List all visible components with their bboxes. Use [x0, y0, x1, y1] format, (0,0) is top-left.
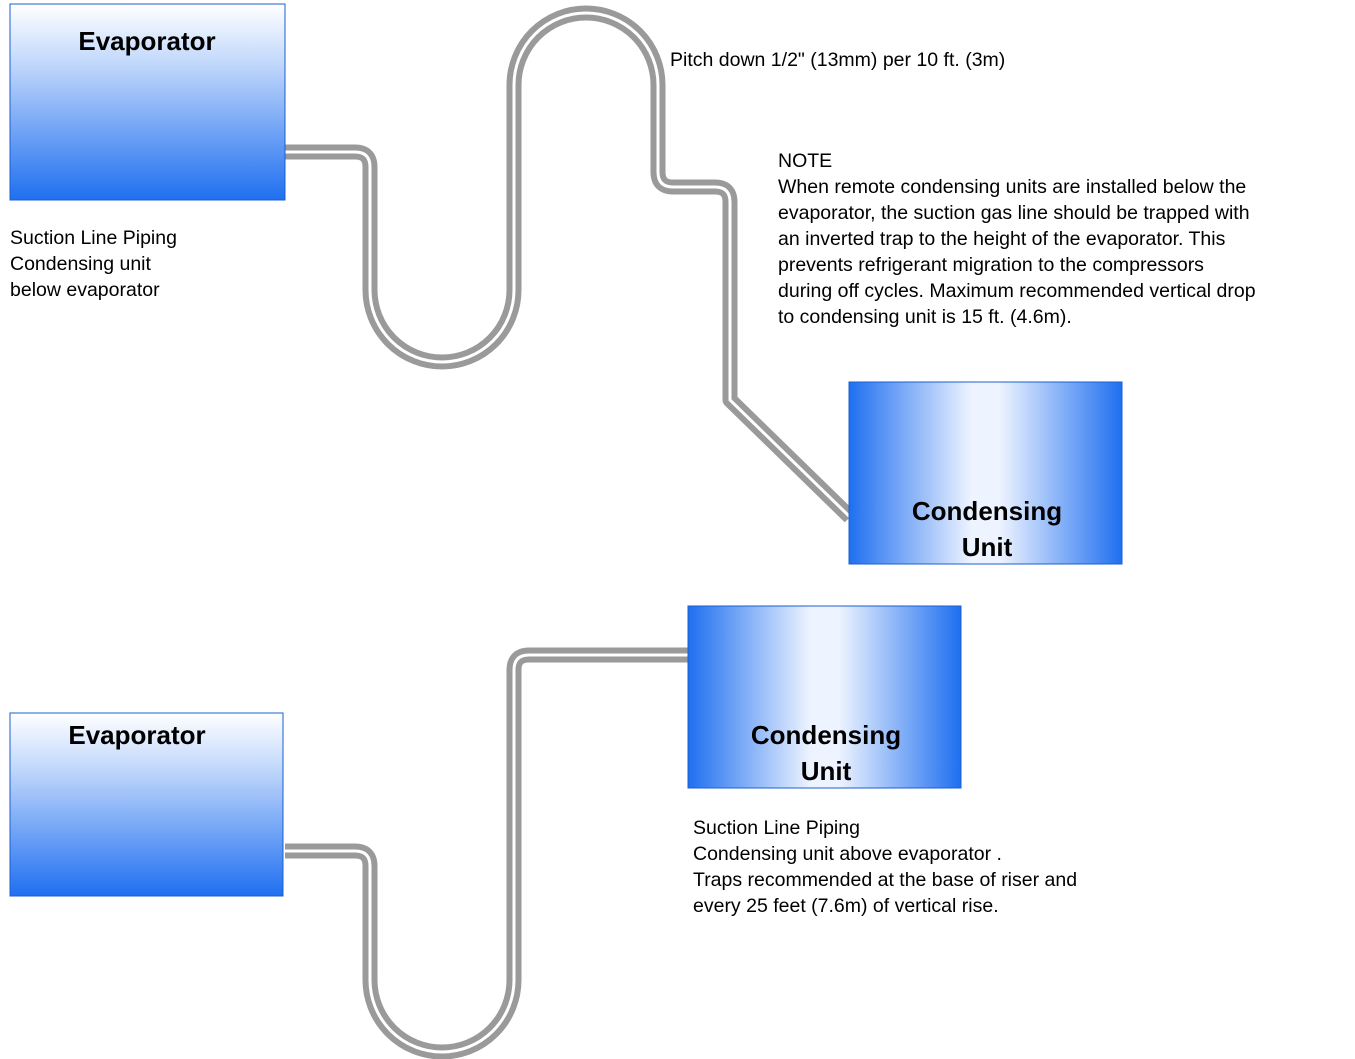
bottom-suction-pipe [285, 647, 688, 1059]
note-line1: When remote condensing units are install… [778, 176, 1247, 198]
bottom-caption-line1: Suction Line Piping [693, 817, 860, 839]
top-condensing-label-line1: Condensing [912, 496, 1062, 526]
top-caption-line1: Suction Line Piping [10, 227, 177, 249]
note-line6: to condensing unit is 15 ft. (4.6m). [778, 306, 1072, 328]
note-line2: evaporator, the suction gas line should … [778, 202, 1250, 224]
top-caption: Suction Line Piping Condensing unit belo… [10, 225, 177, 303]
bottom-condensing-unit-box: Condensing Unit [687, 605, 962, 789]
top-caption-line3: below evaporator [10, 279, 160, 301]
top-condensing-unit-box: Condensing Unit [848, 381, 1123, 565]
bottom-condensing-label-line1: Condensing [751, 720, 901, 750]
note-line3: an inverted trap to the height of the ev… [778, 228, 1226, 250]
top-note: NOTE When remote condensing units are in… [778, 148, 1256, 330]
pitch-note: Pitch down 1/2" (13mm) per 10 ft. (3m) [670, 47, 1005, 73]
pitch-note-text: Pitch down 1/2" (13mm) per 10 ft. (3m) [670, 49, 1006, 71]
bottom-evaporator-box: Evaporator [9, 712, 284, 897]
bottom-caption: Suction Line Piping Condensing unit abov… [693, 815, 1077, 919]
top-caption-line2: Condensing unit [10, 253, 151, 275]
bottom-caption-line3: Traps recommended at the base of riser a… [693, 869, 1078, 891]
top-suction-pipe [285, 5, 856, 523]
bottom-condensing-label-line2: Unit [801, 756, 852, 786]
top-evaporator-box: Evaporator [9, 3, 286, 201]
top-condensing-label-line2: Unit [962, 532, 1013, 562]
bottom-caption-line4: every 25 feet (7.6m) of vertical rise. [693, 895, 999, 917]
top-evaporator-label: Evaporator [78, 26, 215, 56]
note-line4: prevents refrigerant migration to the co… [778, 254, 1204, 276]
bottom-caption-line2: Condensing unit above evaporator . [693, 843, 1002, 865]
note-heading: NOTE [778, 150, 833, 172]
bottom-evaporator-label: Evaporator [68, 720, 205, 750]
note-line5: during off cycles. Maximum recommended v… [778, 280, 1256, 302]
